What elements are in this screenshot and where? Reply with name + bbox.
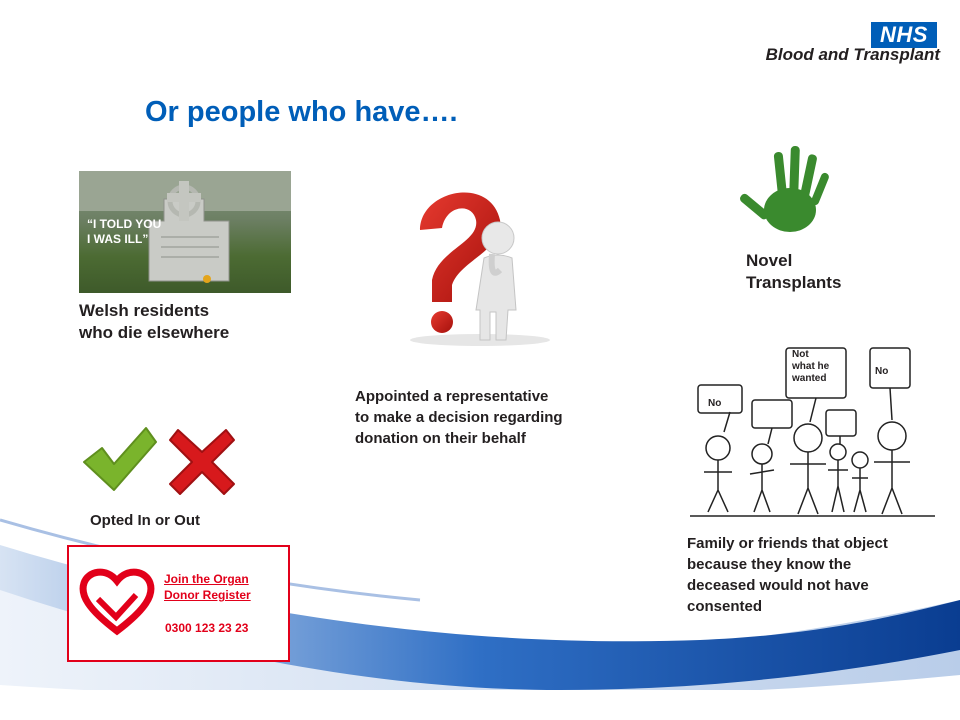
representative-label: Appointed a representative to make a dec… xyxy=(355,388,563,447)
gravestone-caption: “I TOLD YOU I WAS ILL” xyxy=(87,217,162,246)
tick-icon xyxy=(83,427,157,491)
heart-logo-icon xyxy=(79,568,155,636)
nhs-logo: NHS xyxy=(871,22,937,48)
bubble-no-right: No xyxy=(875,366,889,377)
logo-subtitle: Blood and Transplant xyxy=(765,45,940,64)
join-register-link[interactable]: Join the Organ Donor Register xyxy=(164,572,251,602)
slide-title: Or people who have…. xyxy=(145,96,458,128)
family-cartoon-image xyxy=(690,347,935,517)
register-phone: 0300 123 23 23 xyxy=(165,621,249,635)
green-handprint-image xyxy=(740,146,829,232)
welsh-residents-label: Welsh residents who die elsewhere xyxy=(79,301,230,342)
bubble-not-wanted: Not what he wanted xyxy=(792,349,830,384)
opted-label: Opted In or Out xyxy=(90,512,200,529)
cross-icon xyxy=(169,429,235,495)
novel-transplants-label: Novel Transplants xyxy=(746,251,842,292)
question-mark-figure-image xyxy=(380,180,562,346)
gravestone-image: “I TOLD YOU I WAS ILL” xyxy=(79,171,291,293)
bubble-no-left: No xyxy=(708,398,722,409)
family-object-label: Family or friends that object because th… xyxy=(687,535,888,615)
